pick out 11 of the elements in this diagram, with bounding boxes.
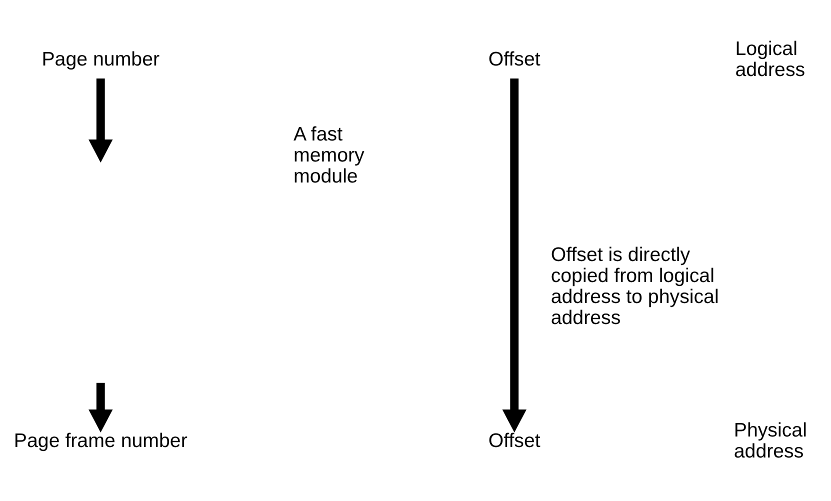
edge-label: Offset is directly copied from logical address to physical address (550, 244, 719, 329)
node-text: Offset (488, 48, 540, 70)
arrow (502, 78, 526, 432)
arrow (88, 382, 113, 432)
label: Physical address (734, 418, 807, 462)
node-text: Offset (488, 429, 540, 452)
label: A fast memory module (293, 122, 364, 188)
node-text: Page number (42, 48, 160, 70)
label: Logical address (735, 37, 806, 80)
arrow (88, 78, 113, 162)
node-text: Page frame number (14, 429, 188, 452)
